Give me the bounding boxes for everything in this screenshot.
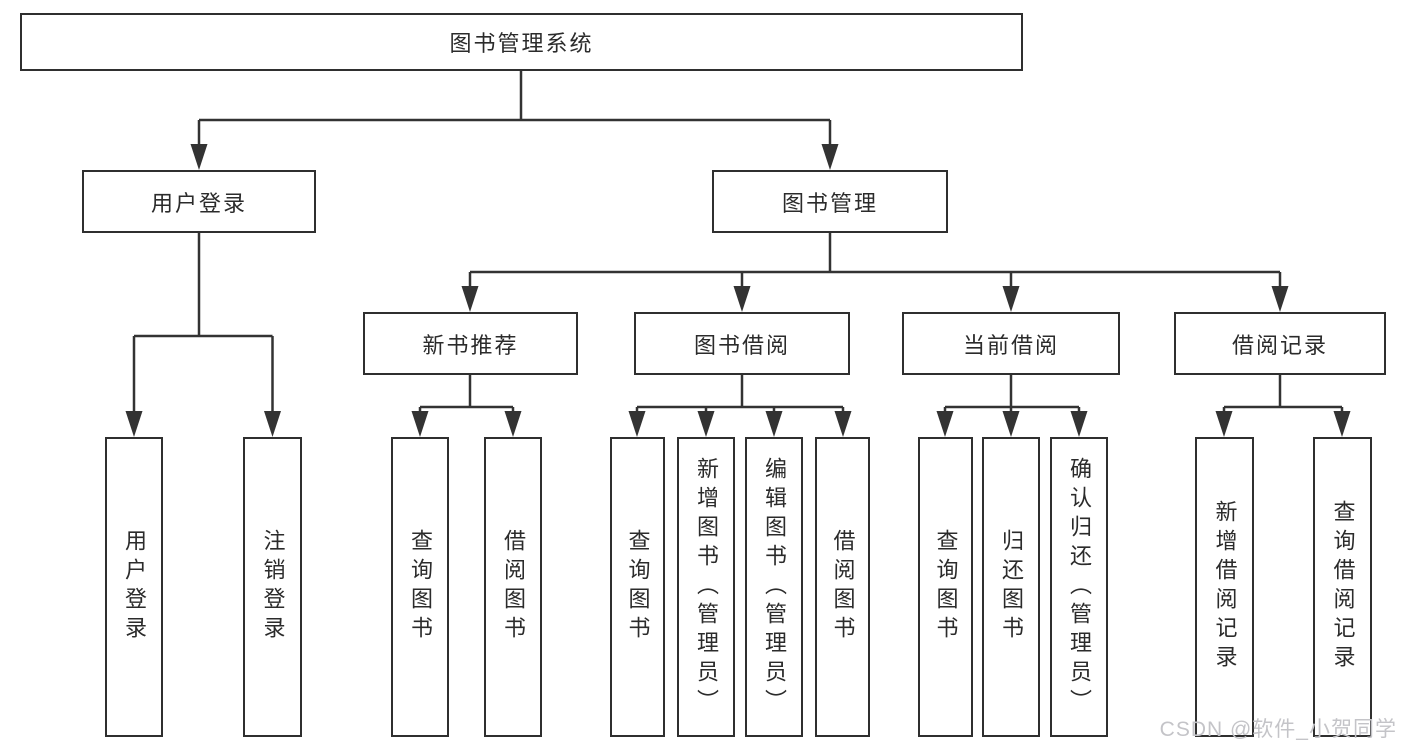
- node-borrowing-records: 借阅记录: [1174, 312, 1386, 375]
- node-book-management: 图书管理: [712, 170, 948, 233]
- node-book-borrowing: 图书借阅: [634, 312, 850, 375]
- leaf-user-login: 用户登录: [105, 437, 163, 737]
- leaf-query-books: 查询图书: [918, 437, 973, 737]
- leaf-logout: 注销登录: [243, 437, 302, 737]
- csdn-watermark: CSDN @软件_小贺同学: [1159, 718, 1397, 741]
- leaf-confirm-return-admin: 确认归还（管理员）: [1050, 437, 1108, 737]
- leaf-borrow-books: 借阅图书: [815, 437, 870, 737]
- leaf-query-books: 查询图书: [391, 437, 449, 737]
- node-new-book-recommendation: 新书推荐: [363, 312, 578, 375]
- leaf-add-borrow-record: 新增借阅记录: [1195, 437, 1254, 737]
- leaf-query-books: 查询图书: [610, 437, 665, 737]
- node-library-management-system: 图书管理系统: [20, 13, 1023, 71]
- arrowheads: [125, 144, 1351, 437]
- leaf-query-borrow-record: 查询借阅记录: [1313, 437, 1372, 737]
- node-user-login: 用户登录: [82, 170, 316, 233]
- leaf-borrow-books: 借阅图书: [484, 437, 542, 737]
- leaf-add-book-admin: 新增图书（管理员）: [677, 437, 735, 737]
- leaf-return-books: 归还图书: [982, 437, 1040, 737]
- leaf-edit-book-admin: 编辑图书（管理员）: [745, 437, 803, 737]
- node-current-borrowing: 当前借阅: [902, 312, 1120, 375]
